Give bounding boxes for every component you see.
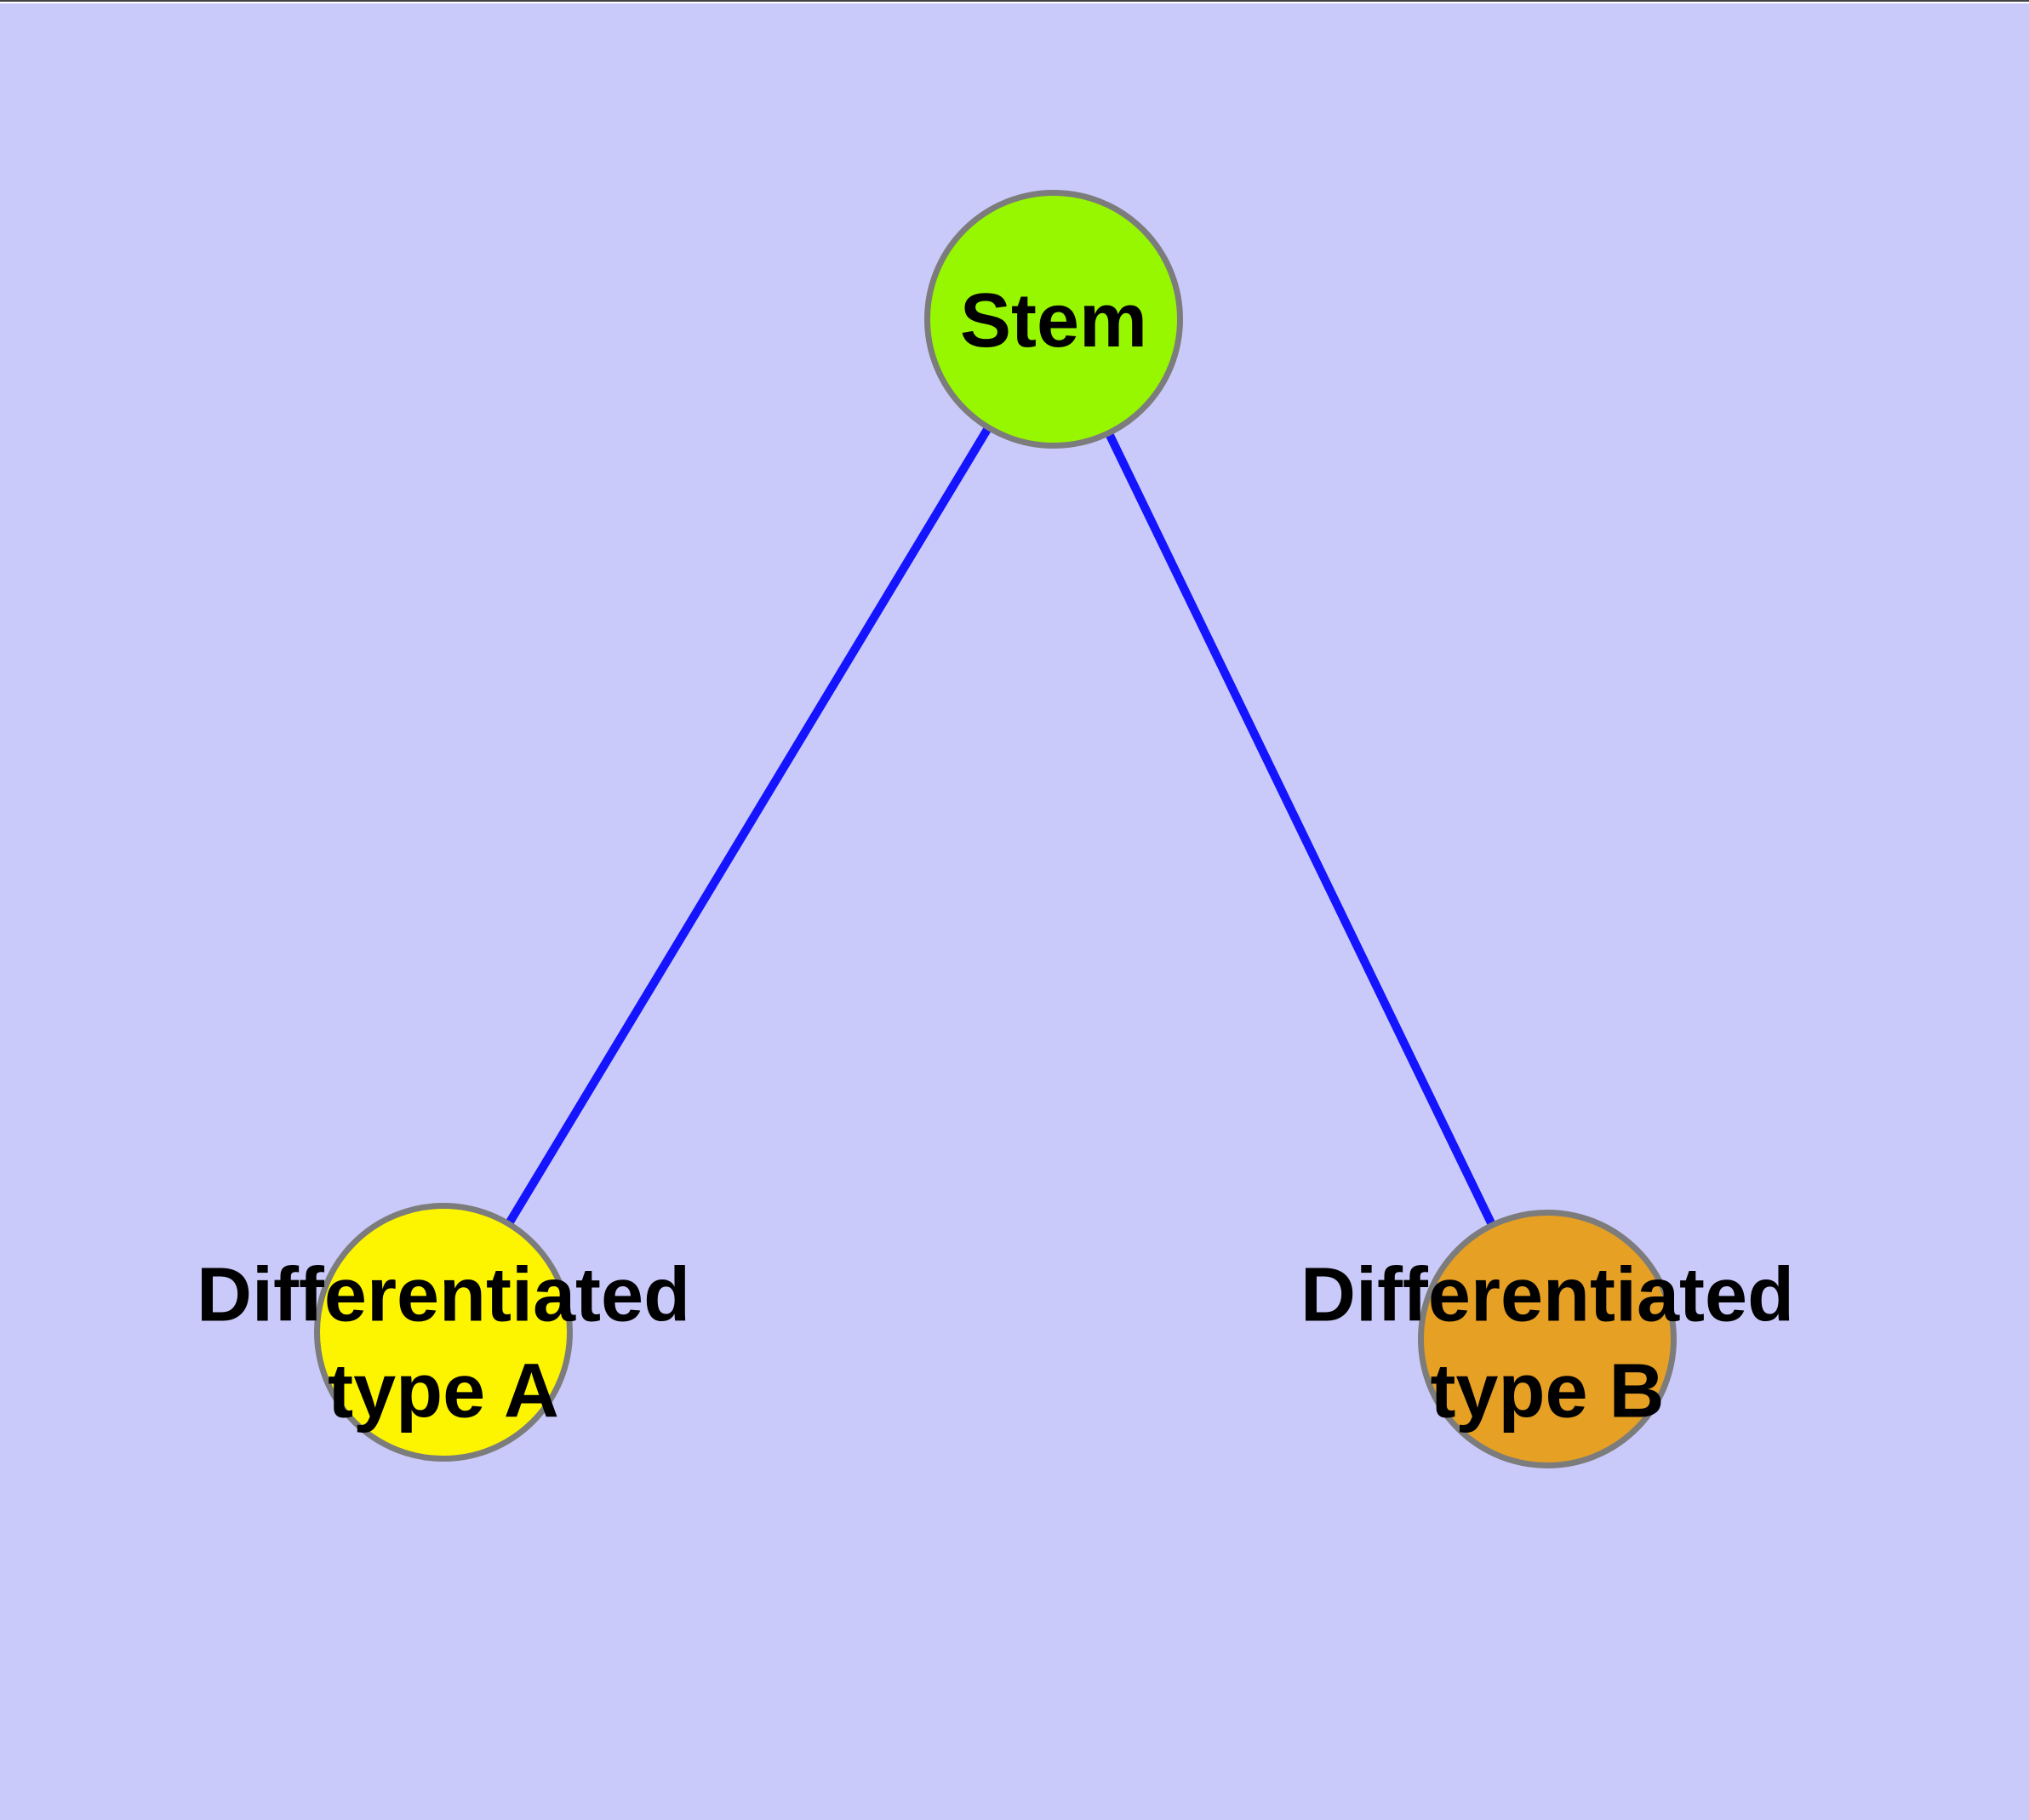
node-label-line: Differentiated: [196, 1252, 691, 1338]
edge-stem-to-type-b: [1049, 317, 1552, 1342]
node-label-stem: Stem: [960, 273, 1147, 369]
node-label-differentiated-type-a: Differentiated type A: [197, 1248, 690, 1439]
node-stem-circle: [924, 190, 1183, 449]
node-label-line: Stem: [959, 278, 1148, 363]
node-differentiated-type-a-circle: [314, 1203, 573, 1462]
top-window-edge: [0, 0, 2029, 3]
node-label-differentiated-type-b: Differentiated type B: [1300, 1248, 1794, 1439]
node-label-line: Differentiated: [1300, 1252, 1795, 1338]
node-label-line: type B: [1430, 1348, 1665, 1434]
edge-stem-to-type-a: [439, 317, 1058, 1335]
node-differentiated-type-b-circle: [1418, 1210, 1677, 1468]
node-label-line: type A: [328, 1348, 559, 1434]
